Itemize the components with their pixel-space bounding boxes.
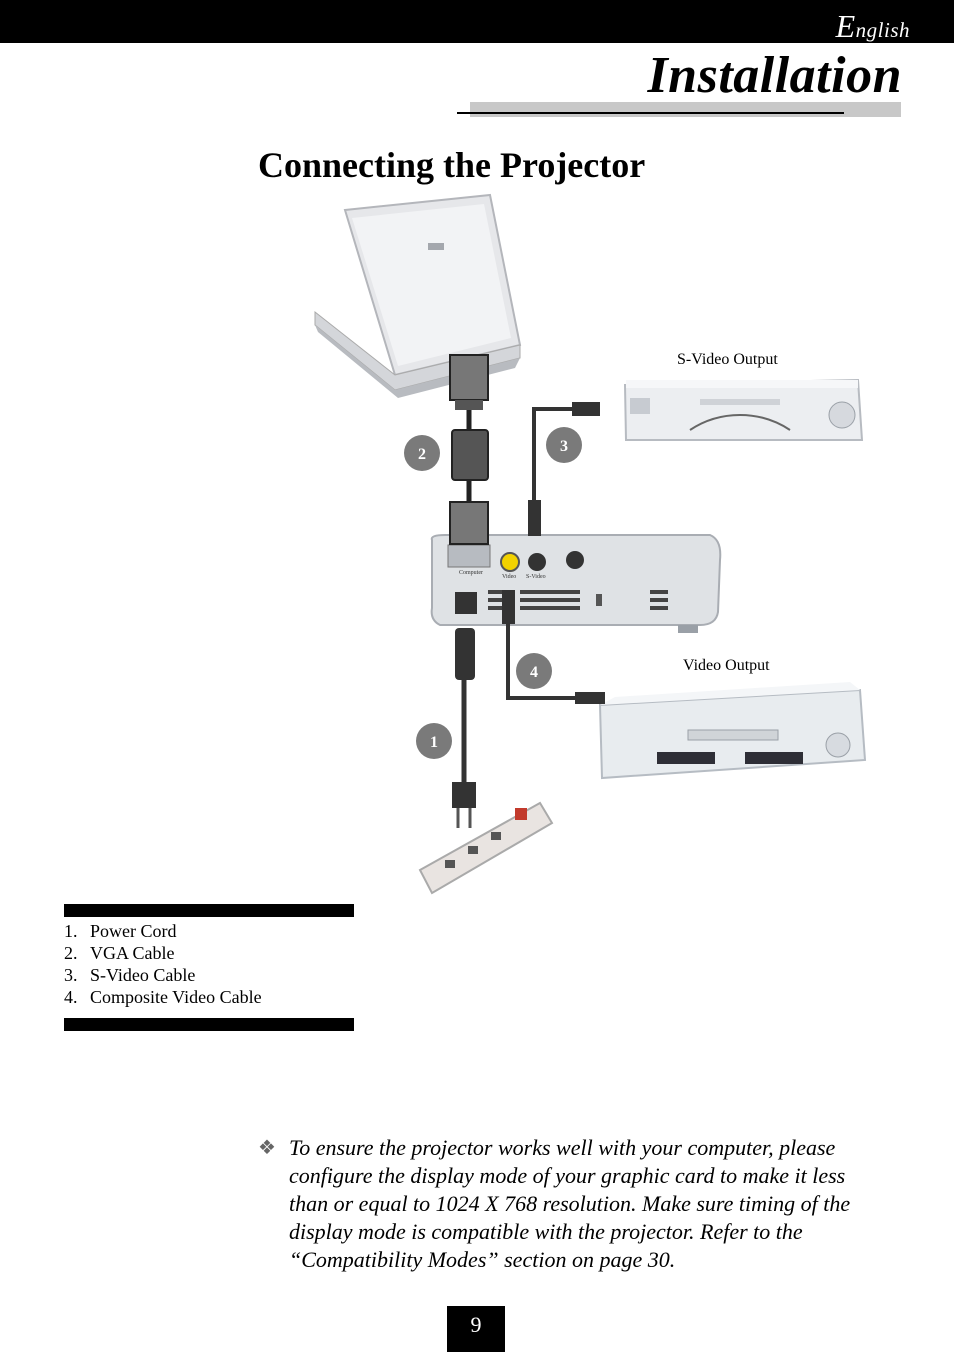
connection-diagram: Computer Video S-Video [314,193,867,895]
diamond-bullet-icon: ❖ [258,1137,276,1159]
vga-cable [449,354,489,545]
legend-item: 4.Composite Video Cable [64,987,262,1007]
svg-text:3: 3 [560,438,568,455]
language-label: English [835,8,910,44]
page-number: 9 [447,1306,505,1352]
legend-bottom-bar [64,1018,354,1031]
video-output-label: Video Output [683,657,770,674]
laptop-illustration [314,193,522,398]
svg-text:4: 4 [530,664,538,681]
svg-text:2: 2 [418,446,426,463]
title-underline-thin [457,112,844,114]
section-title: Installation [647,47,902,104]
port-label-computer: Computer [459,570,483,576]
title-underline-grey [470,102,901,117]
callout-3: 3 [546,427,582,463]
legend-item: 3.S-Video Cable [64,965,196,985]
svg-text:1: 1 [430,734,438,751]
port-label-video: Video [502,574,516,580]
cable-legend: 1.Power Cord 2.VGA Cable 3.S-Video Cable… [64,920,262,1008]
legend-item: 2.VGA Cable [64,943,175,963]
svideo-cable [528,402,600,536]
callout-1: 1 [416,723,452,759]
callout-4: 4 [516,653,552,689]
port-label-svideo: S-Video [526,574,546,580]
page-title: Connecting the Projector [258,145,646,185]
projector-illustration: Computer Video S-Video [430,534,722,633]
power-cord [452,628,476,828]
svideo-player-illustration [623,378,864,441]
callout-2: 2 [404,435,440,471]
note-text: To ensure the projector works well with … [289,1135,851,1272]
compatibility-note: ❖ To ensure the projector works well wit… [258,1134,878,1274]
vcr-illustration [598,682,867,780]
header-bar [0,0,954,43]
svideo-output-label: S-Video Output [677,351,778,368]
legend-item: 1.Power Cord [64,921,177,941]
power-strip-illustration [418,801,554,895]
legend-top-bar [64,904,354,917]
composite-video-cable [502,590,605,704]
